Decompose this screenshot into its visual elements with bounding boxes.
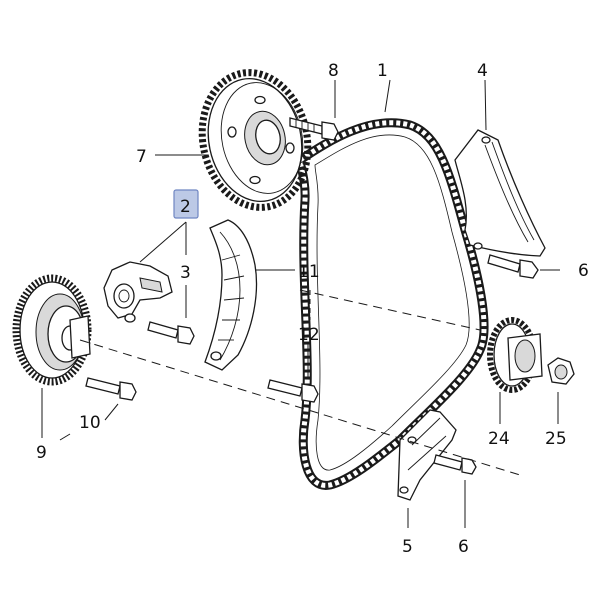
callout-5: 5 xyxy=(402,537,413,557)
timing-chain xyxy=(295,118,489,490)
callout-1: 1 xyxy=(377,61,388,81)
callout-2: 2 xyxy=(180,197,191,217)
guide-bolt-upper xyxy=(487,254,539,279)
tensioner-rail xyxy=(204,219,258,371)
callout-labels: 1 2 3 4 5 6 6 7 8 9 10 11 12 24 25 xyxy=(36,61,589,557)
callout-3: 3 xyxy=(180,263,191,283)
callout-11: 11 xyxy=(298,262,320,282)
camshaft-sprocket xyxy=(198,69,312,211)
tensioner-rail-bolt xyxy=(267,379,319,403)
camshaft-sprocket-bolt xyxy=(289,117,339,141)
crank-axis-line xyxy=(79,339,521,476)
callout-6-lower: 6 xyxy=(458,537,469,557)
guide-axis-line xyxy=(299,289,481,331)
callout-7: 7 xyxy=(136,147,147,167)
crankshaft-sprocket xyxy=(12,274,92,386)
callout-8: 8 xyxy=(328,61,339,81)
tensioner-bolt xyxy=(147,321,195,345)
callout-12: 12 xyxy=(298,325,320,345)
chain-guide-lower xyxy=(397,409,457,501)
callout-25: 25 xyxy=(545,429,567,449)
callout-10: 10 xyxy=(79,413,101,433)
selected-callout-highlight xyxy=(173,189,199,219)
oil-pump-sprocket xyxy=(487,317,543,393)
guide-bolt-lower xyxy=(433,454,477,475)
chain-guide-upper xyxy=(454,129,546,257)
callout-24: 24 xyxy=(488,429,510,449)
oil-pump-nut xyxy=(547,357,575,385)
callout-9: 9 xyxy=(36,443,47,463)
callout-6-upper: 6 xyxy=(578,261,589,281)
callout-4: 4 xyxy=(477,61,488,81)
crankshaft-bolt xyxy=(85,377,137,401)
leader-lines xyxy=(41,79,560,528)
chain-tensioner xyxy=(103,261,173,323)
